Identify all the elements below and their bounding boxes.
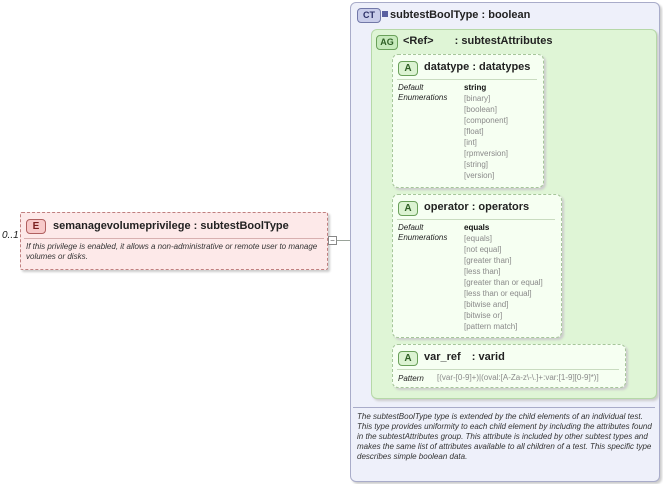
- attribute-separator: :: [471, 351, 479, 363]
- element-name: semanagevolumeprivilege : subtestBoolTyp…: [53, 220, 289, 232]
- default-value: string: [464, 83, 487, 92]
- ag-separator: :: [454, 35, 462, 47]
- enumeration-item: [int]: [464, 138, 477, 147]
- complex-type-node[interactable]: CT subtestBoolType : boolean AG <Ref> : …: [350, 2, 660, 482]
- attribute-name: operator: [424, 201, 469, 213]
- attribute-name: var_ref: [424, 351, 461, 363]
- enumeration-item: [equals]: [464, 234, 493, 243]
- attribute-title: operator : operators: [424, 201, 529, 213]
- attribute-title: var_ref : varid: [424, 351, 505, 363]
- enumeration-item: [pattern match]: [464, 322, 518, 331]
- attribute-name: datatype: [424, 61, 470, 73]
- enumeration-item: [component]: [464, 116, 509, 125]
- enumeration-item: [not equal]: [464, 245, 502, 254]
- enumerations-label: Enumerations: [398, 233, 448, 242]
- attribute-divider: [397, 369, 619, 370]
- ct-doc: The subtestBoolType type is extended by …: [357, 412, 652, 461]
- default-label: Default: [398, 83, 424, 92]
- pattern-value: [(var-[0-9]+)|(oval:[A-Za-z\-\.]+:var:[1…: [437, 373, 599, 382]
- element-name-text: semanagevolumeprivilege: [53, 220, 191, 232]
- attribute-badge: A: [398, 61, 418, 76]
- ct-base: boolean: [488, 9, 531, 21]
- ag-title: <Ref> : subtestAttributes: [403, 35, 552, 47]
- attribute-separator: :: [472, 61, 480, 73]
- default-value: equals: [464, 223, 490, 232]
- ct-badge-text: CT: [363, 10, 375, 20]
- enumeration-list: equals [equals] [not equal] [greater than]…: [464, 222, 543, 332]
- attribute-badge: A: [398, 201, 418, 216]
- attribute-operator[interactable]: A operator : operators Default Enumerati…: [392, 194, 562, 338]
- element-divider: [24, 238, 324, 239]
- element-doc: If this privilege is enabled, it allows …: [26, 242, 318, 261]
- ag-badge: AG: [376, 35, 398, 50]
- ct-badge: CT: [357, 8, 381, 23]
- attribute-separator: :: [471, 201, 479, 213]
- ct-expand-icon: [382, 11, 388, 17]
- ag-name: subtestAttributes: [461, 35, 553, 47]
- attribute-type: operators: [478, 201, 530, 213]
- element-badge: E: [26, 219, 46, 234]
- attribute-var-ref[interactable]: A var_ref : varid Pattern [(var-[0-9]+)|…: [392, 344, 626, 388]
- enumeration-item: [bitwise and]: [464, 300, 509, 309]
- attribute-type: varid: [478, 351, 505, 363]
- ct-separator: :: [481, 9, 489, 21]
- enumeration-item: [float]: [464, 127, 484, 136]
- enumeration-item: [less than or equal]: [464, 289, 532, 298]
- element-type-separator: :: [193, 220, 201, 232]
- attribute-badge: A: [398, 351, 418, 366]
- ct-title: subtestBoolType : boolean: [390, 9, 530, 21]
- connector-element-to-type: [336, 240, 352, 241]
- ct-divider: [353, 407, 655, 408]
- element-type-text: subtestBoolType: [200, 220, 289, 232]
- attribute-type: datatypes: [479, 61, 531, 73]
- attribute-group-node[interactable]: AG <Ref> : subtestAttributes A datatype …: [371, 29, 657, 399]
- enumeration-item: [less than]: [464, 267, 501, 276]
- enumerations-label: Enumerations: [398, 93, 448, 102]
- ct-name: subtestBoolType: [390, 9, 479, 21]
- attribute-divider: [397, 219, 555, 220]
- enumeration-item: [greater than]: [464, 256, 512, 265]
- attribute-title: datatype : datatypes: [424, 61, 530, 73]
- occurs-label: 0..1: [2, 230, 19, 241]
- enumeration-item: [bitwise or]: [464, 311, 503, 320]
- ag-ref: <Ref>: [403, 35, 434, 47]
- element-node[interactable]: E semanagevolumeprivilege : subtestBoolT…: [20, 212, 328, 270]
- attribute-datatype[interactable]: A datatype : datatypes Default Enumerati…: [392, 54, 544, 188]
- enumeration-item: [binary]: [464, 94, 491, 103]
- enumeration-item: [string]: [464, 160, 489, 169]
- default-label: Default: [398, 223, 424, 232]
- expand-toggle[interactable]: −: [328, 236, 337, 245]
- enumeration-item: [boolean]: [464, 105, 497, 114]
- pattern-label: Pattern: [398, 374, 424, 383]
- enumeration-list: string [binary] [boolean] [component] [floa…: [464, 82, 508, 181]
- enumeration-item: [version]: [464, 171, 495, 180]
- enumeration-item: [rpmversion]: [464, 149, 509, 158]
- enumeration-item: [greater than or equal]: [464, 278, 543, 287]
- attribute-divider: [397, 79, 537, 80]
